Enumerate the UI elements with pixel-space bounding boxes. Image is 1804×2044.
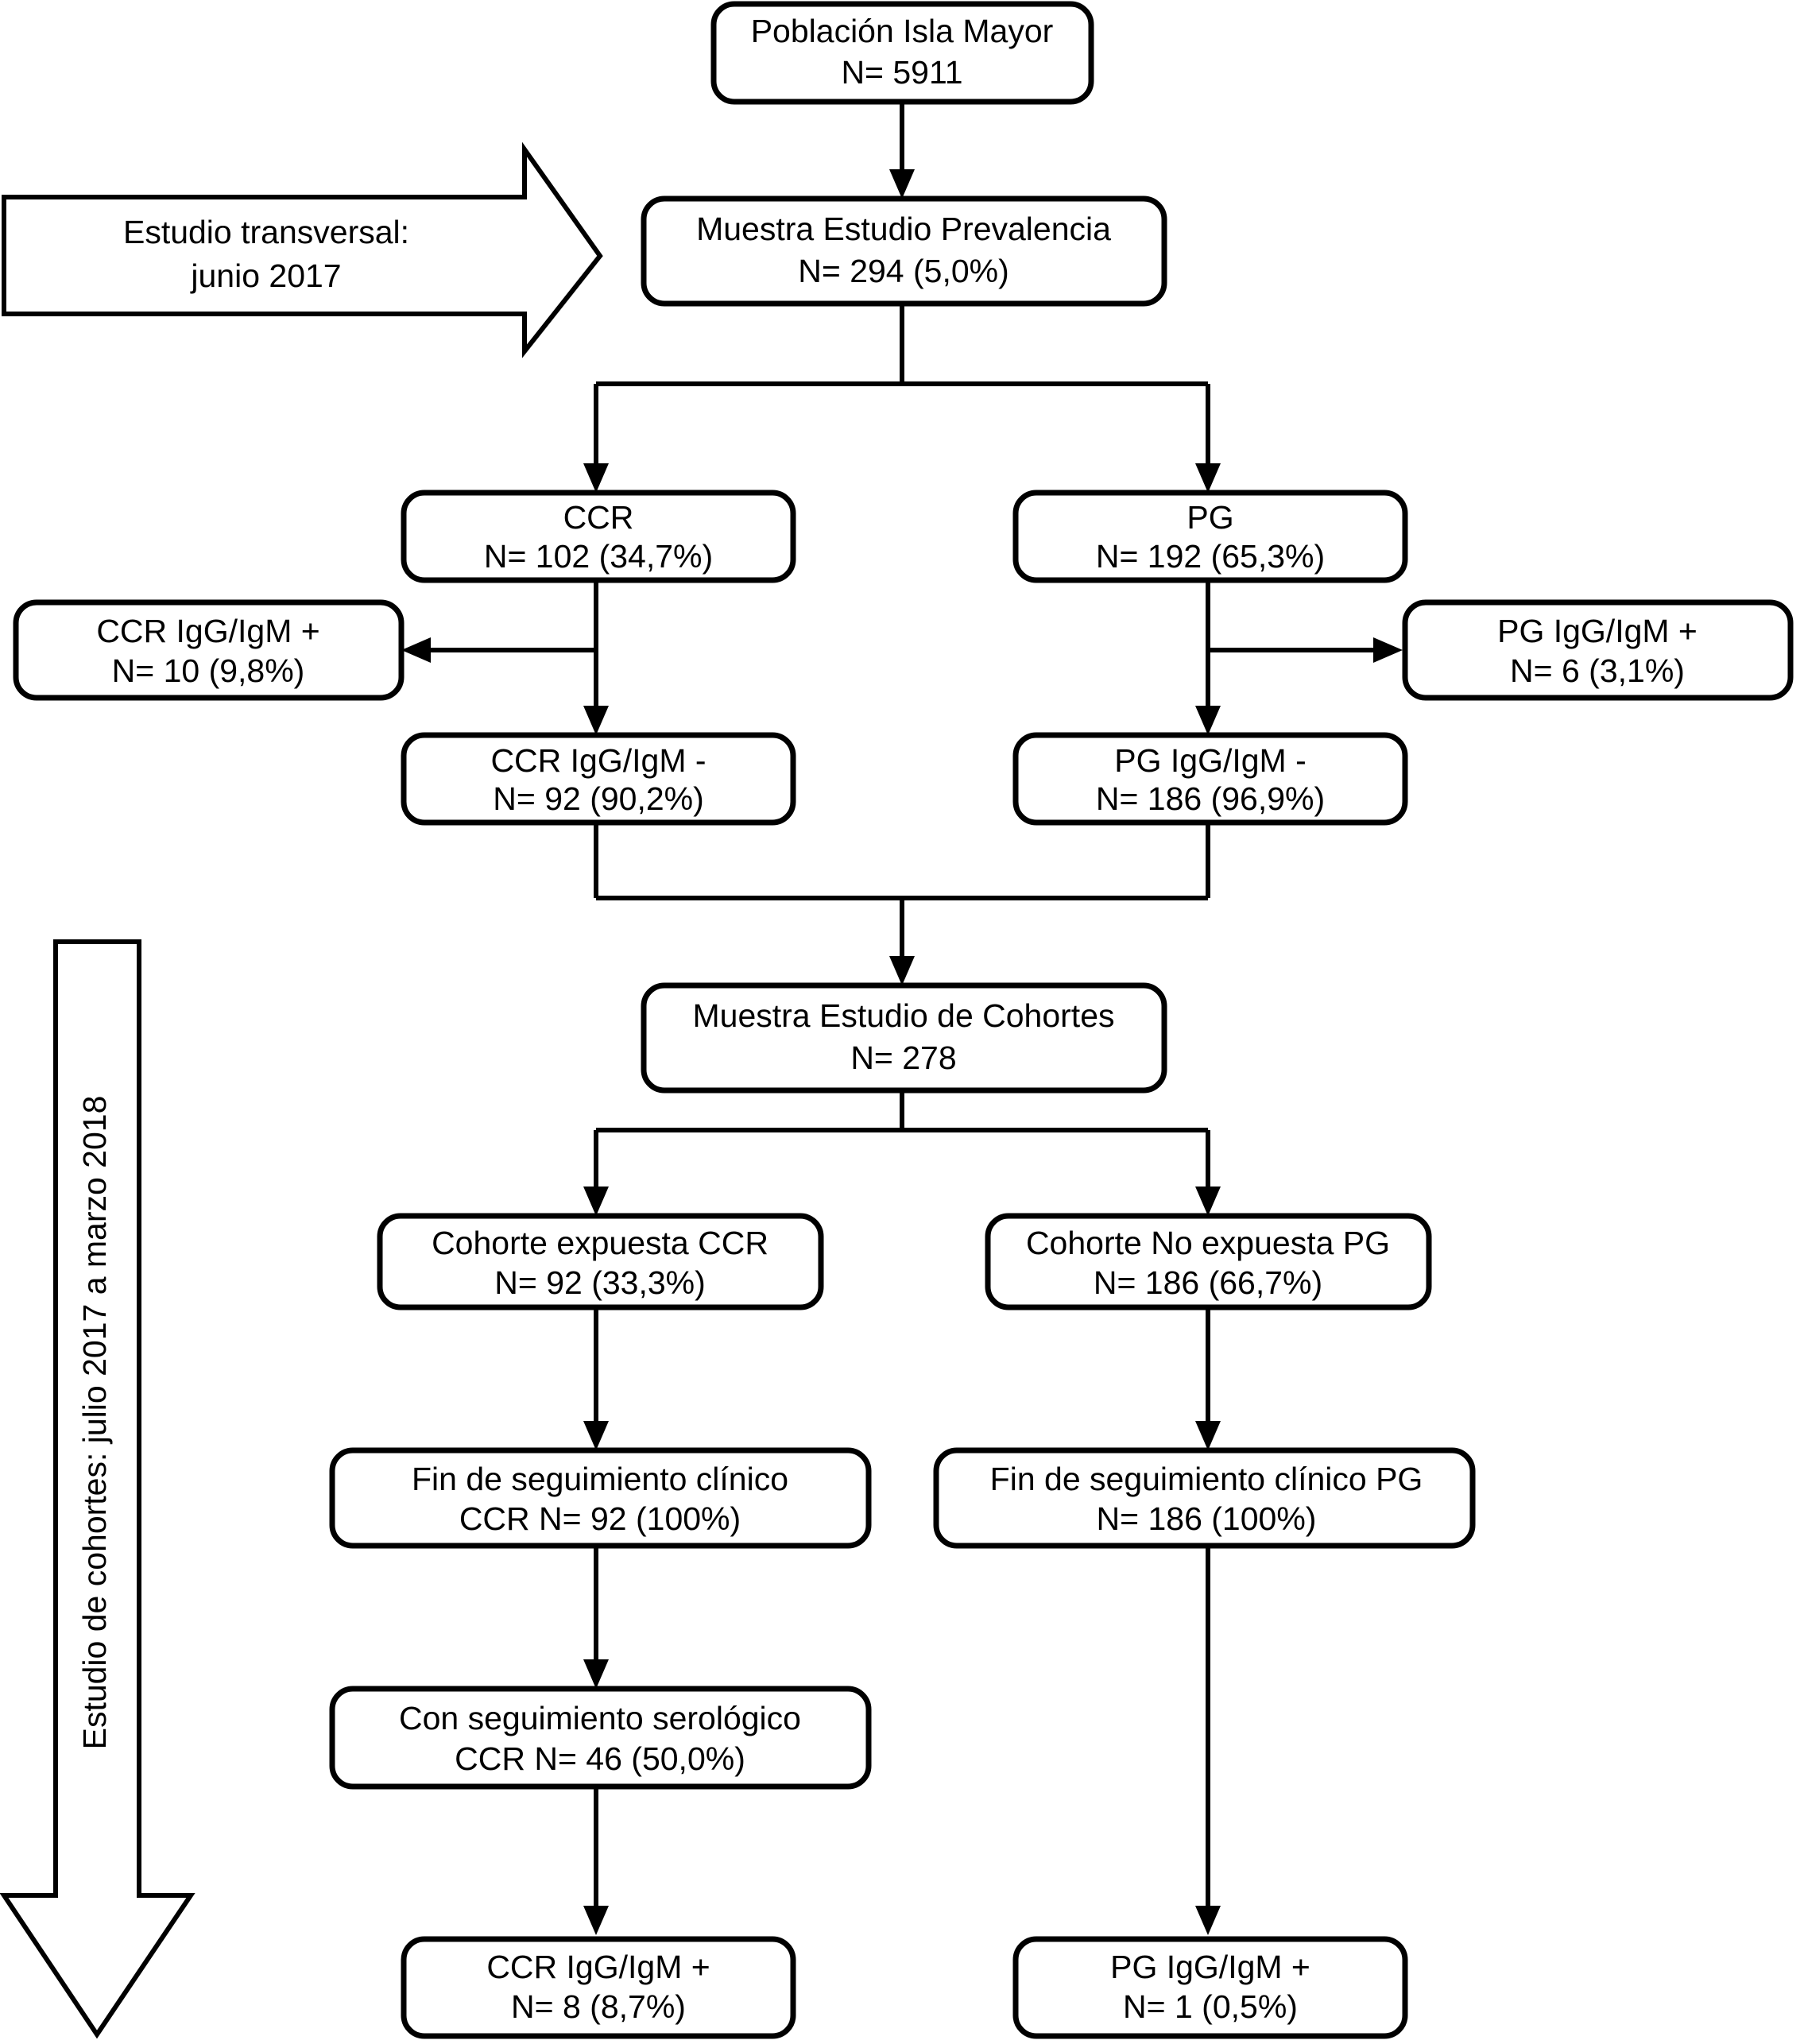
node-cohorte-no-expuesta[interactable]: Cohorte No expuesta PG N= 186 (66,7%) — [985, 1213, 1432, 1310]
arrowhead-pg-final — [1195, 1906, 1221, 1935]
node-pg-pos-box — [1402, 599, 1794, 701]
node-muestra-cohortes-line2: N= 278 — [850, 1039, 956, 1076]
connectors — [401, 102, 1403, 1935]
node-ccr-pos-line2: N= 10 (9,8%) — [112, 652, 305, 689]
node-pg[interactable]: PG N= 192 (65,3%) — [1012, 490, 1408, 583]
node-serologico-ccr[interactable]: Con seguimiento serológico CCR N= 46 (50… — [329, 1686, 872, 1790]
node-ccr-final-pos-box — [401, 1936, 796, 2039]
node-poblacion-line1: Población Isla Mayor — [751, 13, 1054, 49]
node-pg-pos-line1: PG IgG/IgM + — [1497, 613, 1698, 649]
node-ccr-pos[interactable]: CCR IgG/IgM + N= 10 (9,8%) — [13, 599, 405, 701]
arrowhead-serologico — [583, 1659, 609, 1689]
arrowhead-fin-pg — [1195, 1421, 1221, 1450]
cross-sectional-phase-banner: Estudio transversal: junio 2017 — [2, 141, 603, 358]
arrowhead-fin-ccr — [583, 1421, 609, 1450]
node-ccr-final-pos[interactable]: CCR IgG/IgM + N= 8 (8,7%) — [401, 1936, 796, 2039]
node-pg-box — [1012, 490, 1408, 583]
node-pg-final-pos-box — [1012, 1936, 1408, 2039]
node-pg-neg[interactable]: PG IgG/IgM - N= 186 (96,9%) — [1012, 732, 1408, 826]
node-ccr[interactable]: CCR N= 102 (34,7%) — [401, 490, 796, 583]
banner-arrow-shape — [2, 141, 603, 358]
node-ccr-box — [401, 490, 796, 583]
node-muestra-prevalencia-box — [641, 195, 1167, 307]
node-poblacion-box — [710, 1, 1094, 105]
node-muestra-prevalencia-line2: N= 294 (5,0%) — [798, 253, 1009, 289]
node-serologico-ccr-line2: CCR N= 46 (50,0%) — [455, 1740, 745, 1777]
node-pg-neg-line2: N= 186 (96,9%) — [1096, 780, 1325, 817]
node-cohorte-expuesta[interactable]: Cohorte expuesta CCR N= 92 (33,3%) — [377, 1213, 824, 1310]
node-cohorte-expuesta-box — [377, 1213, 824, 1310]
node-muestra-cohortes-line1: Muestra Estudio de Cohortes — [693, 997, 1115, 1034]
node-serologico-ccr-line1: Con seguimiento serológico — [399, 1700, 801, 1736]
arrowhead-pg-pos — [1373, 637, 1403, 663]
node-muestra-prevalencia[interactable]: Muestra Estudio Prevalencia N= 294 (5,0%… — [641, 195, 1167, 307]
arrowhead-cohorte-no-expuesta — [1195, 1187, 1221, 1216]
arrowhead-muestra-prevalencia — [889, 169, 915, 199]
node-pg-pos-line2: N= 6 (3,1%) — [1510, 652, 1685, 689]
cross-sectional-line1: Estudio transversal: — [123, 214, 409, 250]
arrowhead-ccr — [583, 463, 609, 493]
node-ccr-neg[interactable]: CCR IgG/IgM - N= 92 (90,2%) — [401, 732, 796, 826]
node-muestra-prevalencia-line1: Muestra Estudio Prevalencia — [696, 211, 1111, 247]
node-fin-ccr[interactable]: Fin de seguimiento clínico CCR N= 92 (10… — [329, 1447, 872, 1549]
node-poblacion-line2: N= 5911 — [841, 54, 962, 91]
node-ccr-neg-line2: N= 92 (90,2%) — [493, 780, 704, 817]
node-muestra-cohortes[interactable]: Muestra Estudio de Cohortes N= 278 — [641, 982, 1167, 1094]
arrowhead-ccr-final — [583, 1906, 609, 1935]
node-pg-pos[interactable]: PG IgG/IgM + N= 6 (3,1%) — [1402, 599, 1794, 701]
arrowhead-pg-neg — [1195, 706, 1221, 735]
node-cohorte-expuesta-line2: N= 92 (33,3%) — [494, 1264, 706, 1301]
node-pg-neg-box — [1012, 732, 1408, 826]
node-ccr-pos-box — [13, 599, 405, 701]
node-fin-pg[interactable]: Fin de seguimiento clínico PG N= 186 (10… — [933, 1447, 1476, 1549]
node-pg-final-pos[interactable]: PG IgG/IgM + N= 1 (0,5%) — [1012, 1936, 1408, 2039]
node-fin-ccr-line1: Fin de seguimiento clínico — [412, 1461, 788, 1497]
node-pg-neg-line1: PG IgG/IgM - — [1114, 742, 1307, 779]
node-fin-pg-line2: N= 186 (100%) — [1097, 1500, 1317, 1537]
cohort-phase-banner: Estudio de cohortes: julio 2017 a marzo … — [0, 939, 195, 2039]
node-pg-final-pos-line2: N= 1 (0,5%) — [1123, 1988, 1298, 2025]
node-fin-pg-line1: Fin de seguimiento clínico PG — [990, 1461, 1423, 1497]
node-poblacion[interactable]: Población Isla Mayor N= 5911 — [710, 1, 1094, 105]
node-muestra-cohortes-box — [641, 982, 1167, 1094]
cohort-phase-label: Estudio de cohortes: julio 2017 a marzo … — [76, 1096, 113, 1750]
node-serologico-ccr-box — [329, 1686, 872, 1790]
arrowhead-muestra-cohortes — [889, 956, 915, 985]
node-fin-ccr-box — [329, 1447, 872, 1549]
cross-sectional-line2: junio 2017 — [190, 257, 341, 294]
arrowhead-cohorte-expuesta — [583, 1187, 609, 1216]
node-pg-line1: PG — [1187, 499, 1233, 536]
node-cohorte-expuesta-line1: Cohorte expuesta CCR — [432, 1225, 768, 1261]
node-ccr-line2: N= 102 (34,7%) — [484, 538, 713, 575]
arrowhead-pg — [1195, 463, 1221, 493]
node-ccr-final-pos-line1: CCR IgG/IgM + — [486, 1949, 710, 1985]
node-ccr-line1: CCR — [563, 499, 634, 536]
node-cohorte-no-expuesta-box — [985, 1213, 1432, 1310]
node-ccr-final-pos-line2: N= 8 (8,7%) — [511, 1988, 686, 2025]
banner-vertical-arrow-shape — [0, 939, 195, 2039]
node-fin-pg-box — [933, 1447, 1476, 1549]
arrowhead-ccr-pos — [401, 637, 431, 663]
node-cohorte-no-expuesta-line2: N= 186 (66,7%) — [1094, 1264, 1322, 1301]
node-ccr-pos-line1: CCR IgG/IgM + — [96, 613, 319, 649]
node-pg-line2: N= 192 (65,3%) — [1096, 538, 1325, 575]
node-ccr-neg-line1: CCR IgG/IgM - — [490, 742, 706, 779]
node-fin-ccr-line2: CCR N= 92 (100%) — [459, 1500, 741, 1537]
node-cohorte-no-expuesta-line1: Cohorte No expuesta PG — [1026, 1225, 1390, 1261]
node-ccr-neg-box — [401, 732, 796, 826]
arrowhead-ccr-neg — [583, 706, 609, 735]
node-pg-final-pos-line1: PG IgG/IgM + — [1110, 1949, 1310, 1985]
